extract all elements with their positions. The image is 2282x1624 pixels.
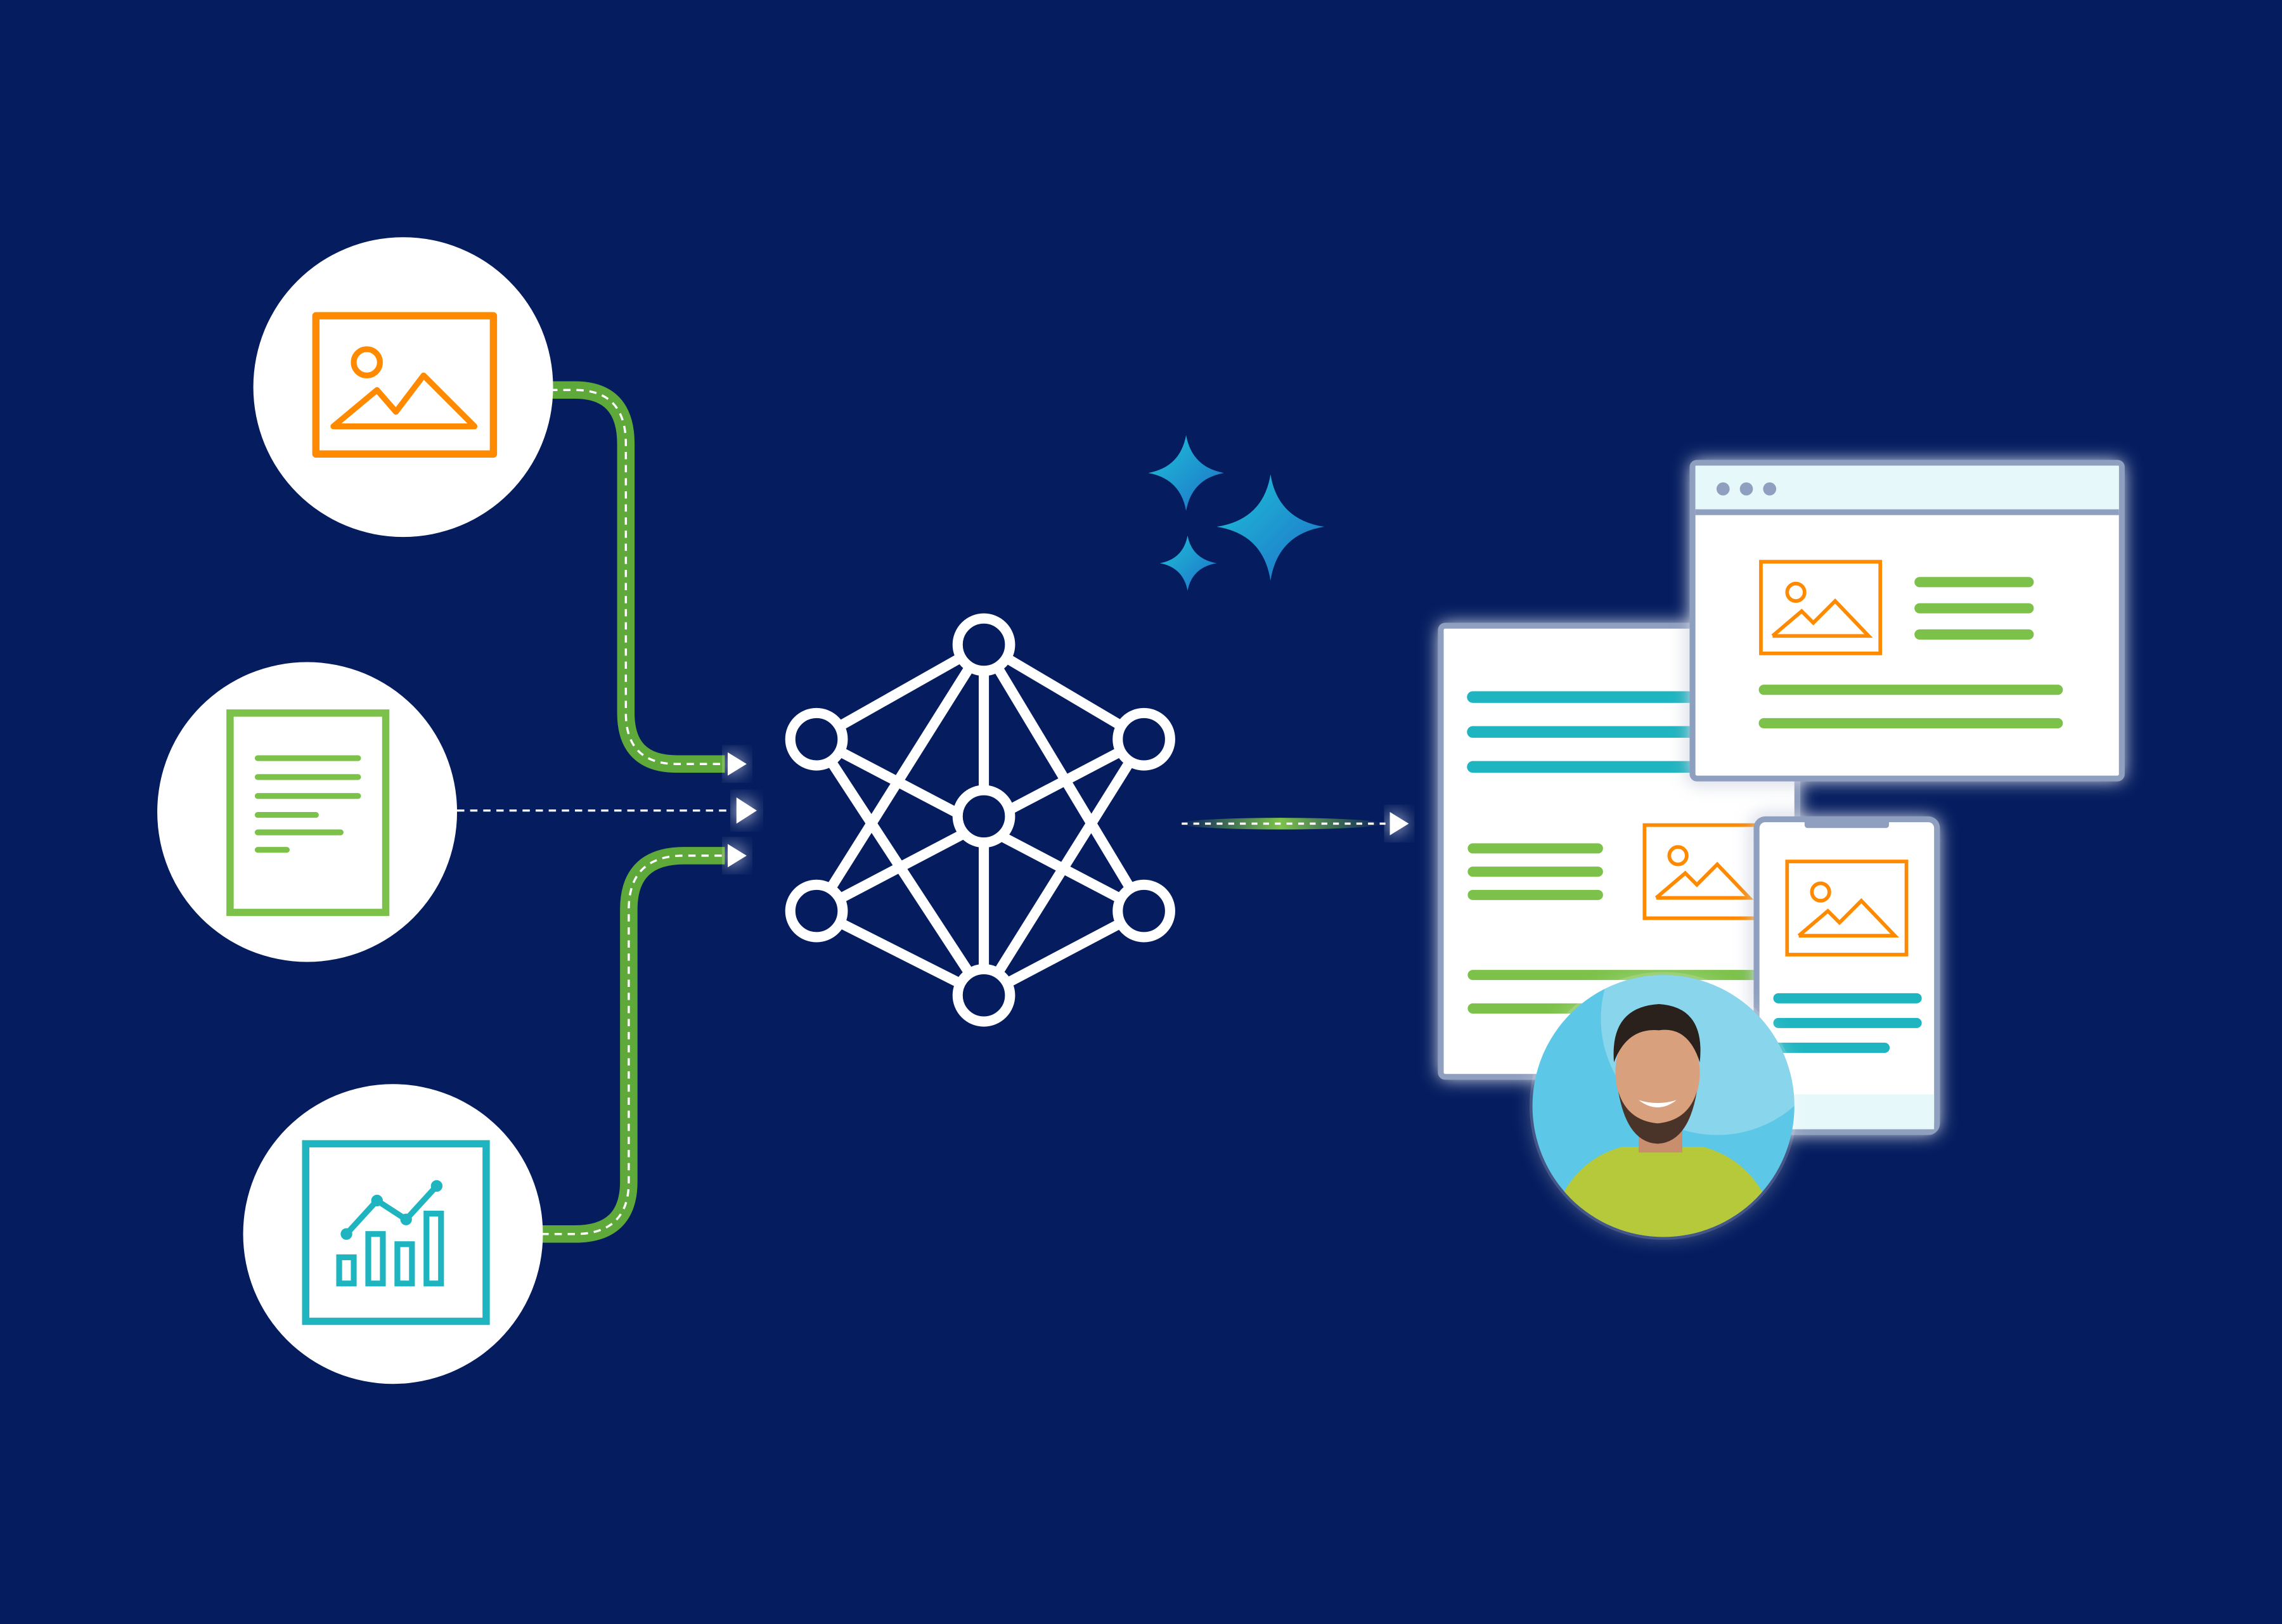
input-image bbox=[253, 237, 553, 538]
connector-middle bbox=[457, 797, 757, 824]
arrow-head-icon bbox=[728, 752, 747, 776]
arrow-head-icon bbox=[728, 844, 747, 868]
arrow-head-icon bbox=[1389, 812, 1409, 835]
document-icon bbox=[226, 709, 390, 917]
output-arrow bbox=[1178, 812, 1409, 835]
browser-window-icon bbox=[1689, 460, 2125, 782]
sparkle-icon bbox=[1148, 435, 1325, 591]
input-document bbox=[157, 662, 458, 962]
connector-bottom bbox=[541, 844, 747, 1243]
chart-icon bbox=[302, 1140, 490, 1325]
image-icon bbox=[312, 312, 498, 458]
user-avatar bbox=[1529, 972, 1798, 1240]
connector-top bbox=[550, 381, 747, 776]
mobile-phone-icon bbox=[1753, 816, 1940, 1135]
neural-network-icon bbox=[785, 613, 1175, 1027]
arrow-head-icon bbox=[736, 797, 757, 824]
input-chart bbox=[243, 1084, 543, 1384]
